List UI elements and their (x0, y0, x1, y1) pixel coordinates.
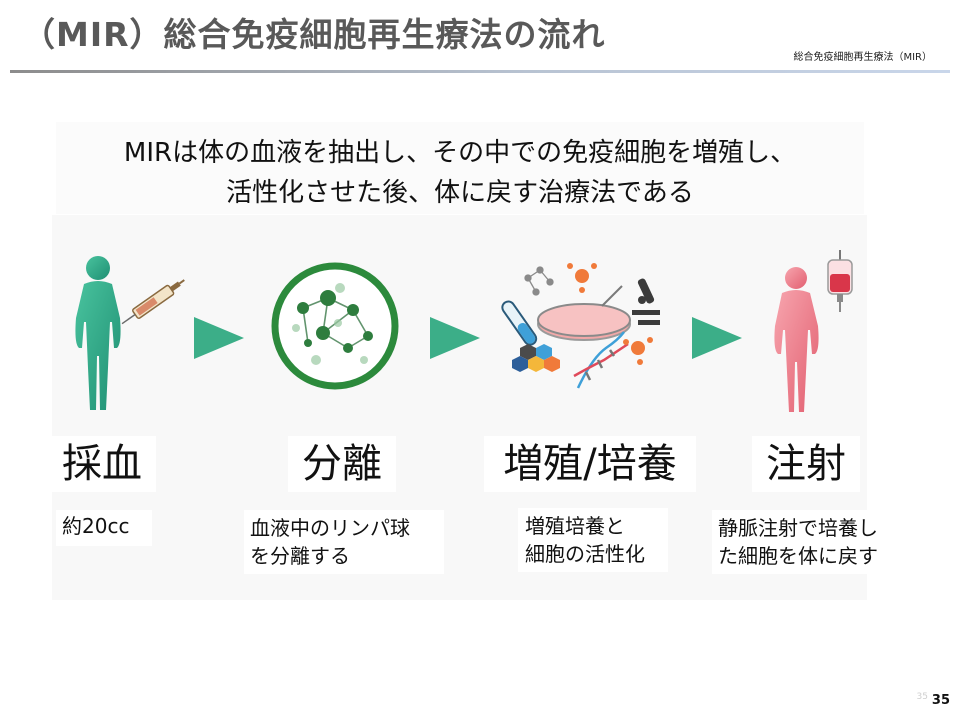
page-number-ghost: 35 (916, 692, 928, 702)
dna-icon (573, 331, 629, 389)
cell-network-circle-icon (271, 262, 399, 390)
desc-box-3 (518, 508, 668, 572)
desc-box-4 (712, 510, 904, 574)
lead-line-2: 活性化させた後、体に戻す治療法である (226, 178, 694, 208)
step-title-separation: 分離 (288, 436, 396, 492)
step-desc-separation-2: を分離する (250, 544, 350, 568)
flow-arrow-1 (194, 317, 244, 359)
flow-arrow-3 (692, 317, 742, 359)
microscope-icon (632, 278, 660, 325)
step-desc-injection-1: 静脈注射で培養し (718, 516, 878, 540)
step-desc-blood-draw: 約20cc (62, 514, 130, 538)
title-divider (10, 70, 950, 73)
step-title-culture: 増殖/培養 (484, 436, 696, 492)
step-desc-culture-1: 増殖培養と (525, 514, 625, 538)
lead-box (56, 122, 864, 214)
hexagon-cluster-icon (512, 344, 560, 372)
molecule-icon (524, 266, 554, 296)
page-title: （MIR）総合免疫細胞再生療法の流れ (22, 15, 606, 54)
lab-equipment-icon (501, 263, 660, 389)
page-number: 35 (931, 693, 950, 708)
lead-line-1: MIRは体の血液を抽出し、その中での免疫細胞を増殖し、 (123, 138, 797, 168)
desc-box-1 (56, 510, 152, 546)
step-title-blood-draw: 採血 (48, 436, 156, 492)
step-desc-separation-1: 血液中のリンパ球 (250, 516, 410, 540)
syringe-icon (121, 279, 185, 325)
human-body-teal-icon (75, 256, 185, 410)
step-desc-injection-2: た細胞を体に戻す (718, 544, 878, 568)
orange-atom-icon (567, 263, 597, 293)
flow-arrow-2 (430, 317, 480, 359)
human-body-pink-icon (774, 250, 853, 412)
desc-box-2 (244, 510, 444, 574)
test-tube-icon (501, 300, 538, 346)
step-title-injection: 注射 (752, 436, 860, 492)
step-desc-culture-2: 細胞の活性化 (525, 542, 645, 566)
header-subtitle: 総合免疫細胞再生療法（MIR） (793, 52, 932, 63)
iv-bag-icon (827, 250, 853, 312)
